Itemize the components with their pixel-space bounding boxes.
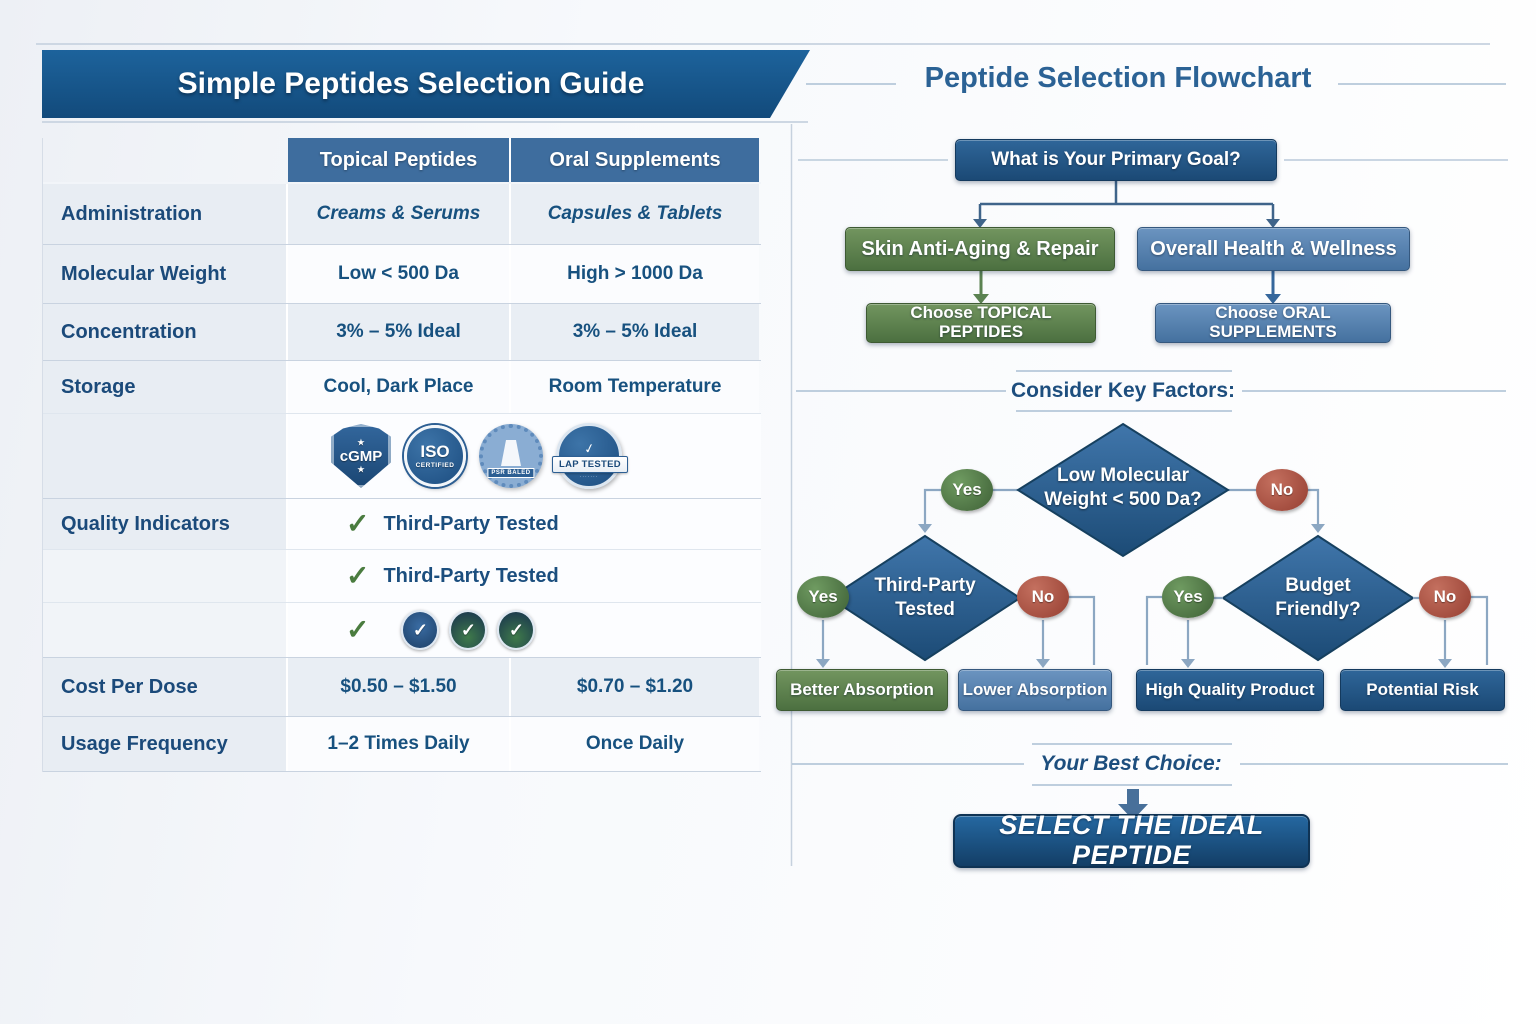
result-better-absorption-node: Better Absorption <box>776 669 948 711</box>
decision-1-line-1: Low Molecular <box>1057 465 1189 486</box>
goal-wellness-node: Overall Health & Wellness <box>1137 227 1410 271</box>
no-badge: No <box>1017 576 1069 618</box>
jar-icon <box>501 440 521 466</box>
root-question-node: What is Your Primary Goal? <box>955 139 1277 181</box>
final-select-peptide-node: SELECT THE IDEAL PEPTIDE <box>953 810 1310 870</box>
goal-skin-node: Skin Anti-Aging & Repair <box>845 227 1115 271</box>
quality-seals: ✓ ✓ ✓ <box>401 610 536 650</box>
decision-3-line-1: Budget <box>1285 575 1351 596</box>
row-label-cost: Cost Per Dose <box>43 658 288 716</box>
page-title-banner: Simple Peptides Selection Guide <box>42 50 810 118</box>
table-row: Usage Frequency 1–2 Times Daily Once Dai… <box>43 717 761 772</box>
decision-third-party-diamond <box>828 534 1022 662</box>
seal-check-icon: ✓ <box>401 610 440 650</box>
quality-item-2-label: Third-Party Tested <box>383 564 559 587</box>
lab-tested-badge-icon: ✓ LAP TESTED ······· <box>552 423 628 489</box>
decision-budget-label: Budget Friendly? <box>1248 574 1388 622</box>
cgmp-badge-label: cGMP <box>339 447 383 465</box>
row-label-storage: Storage <box>43 361 288 413</box>
decision-1-line-2: Weight < 500 Da? <box>1044 488 1202 510</box>
no-badge: No <box>1256 469 1308 511</box>
banner-bottom-rule <box>42 121 808 123</box>
yes-badge: Yes <box>941 469 993 511</box>
quality-label-spacer <box>43 603 288 657</box>
cell-usage-topical: 1–2 Times Daily <box>288 717 511 771</box>
iso-certified-badge-icon: ISO CERTIFIED <box>404 425 466 487</box>
cell-usage-oral: Once Daily <box>511 717 759 771</box>
section-consider-key-factors: Consider Key Factors: <box>1010 379 1236 402</box>
quality-item-3-seals: ✓ ✓ ✓ ✓ <box>288 603 761 657</box>
cell-administration-oral: Capsules & Tablets <box>511 184 759 244</box>
quality-label-spacer <box>43 550 288 602</box>
table-header-row: Topical Peptides Oral Supplements <box>43 138 761 184</box>
decision-low-molecular-weight-label: Low Molecular Weight < 500 Da? <box>1033 464 1213 512</box>
badges-row: ★ cGMP ★ ISO CERTIFIED PSR BALED ✓ LAP T… <box>43 414 761 499</box>
check-icon: ✓ <box>346 560 370 591</box>
cell-concentration-oral: 3% – 5% Ideal <box>511 304 759 360</box>
check-icon: ✓ <box>346 614 370 645</box>
comparison-table: Topical Peptides Oral Supplements Admini… <box>42 138 761 772</box>
iso-badge-sublabel: CERTIFIED <box>415 462 455 469</box>
result-lower-absorption-node: Lower Absorption <box>958 669 1112 711</box>
certification-badges: ★ cGMP ★ ISO CERTIFIED PSR BALED ✓ LAP T… <box>288 414 761 498</box>
column-header-oral: Oral Supplements <box>511 138 759 182</box>
check-icon: ✓ <box>346 508 370 539</box>
column-header-topical: Topical Peptides <box>288 138 511 182</box>
seal-check-icon: ✓ <box>449 610 488 650</box>
lab-ribbon-label: LAP TESTED <box>552 456 628 473</box>
flowchart-title: Peptide Selection Flowchart <box>924 62 1312 94</box>
result-high-quality-node: High Quality Product <box>1136 669 1324 711</box>
cell-administration-topical: Creams & Serums <box>288 184 511 244</box>
row-label-concentration: Concentration <box>43 304 288 360</box>
final-arrow-icon <box>1118 789 1148 820</box>
decision-2-line-1: Third-Party <box>874 575 976 596</box>
table-row: ✓ Third-Party Tested <box>43 550 761 603</box>
row-label-administration: Administration <box>43 184 288 244</box>
cgmp-badge-icon: ★ cGMP ★ <box>331 424 391 488</box>
table-row: Concentration 3% – 5% Ideal 3% – 5% Idea… <box>43 304 761 361</box>
table-row: Cost Per Dose $0.50 – $1.50 $0.70 – $1.2… <box>43 658 761 717</box>
yes-badge: Yes <box>797 576 849 618</box>
choose-oral-node: Choose ORAL SUPPLEMENTS <box>1155 303 1391 343</box>
quality-item-2: ✓ Third-Party Tested <box>288 550 761 602</box>
cell-cost-oral: $0.70 – $1.20 <box>511 658 759 716</box>
badges-row-label-spacer <box>43 414 288 498</box>
table-row: Quality Indicators ✓ Third-Party Tested <box>43 499 761 550</box>
yes-badge: Yes <box>1162 576 1214 618</box>
cell-molecular-topical: Low < 500 Da <box>288 245 511 303</box>
table-row: Storage Cool, Dark Place Room Temperatur… <box>43 361 761 414</box>
table-row: Molecular Weight Low < 500 Da High > 100… <box>43 245 761 304</box>
table-row: ✓ ✓ ✓ ✓ <box>43 603 761 658</box>
cell-concentration-topical: 3% – 5% Ideal <box>288 304 511 360</box>
decision-third-party-label: Third-Party Tested <box>855 574 995 622</box>
result-potential-risk-node: Potential Risk <box>1340 669 1505 711</box>
cell-molecular-oral: High > 1000 Da <box>511 245 759 303</box>
choose-topical-node: Choose TOPICAL PEPTIDES <box>866 303 1096 343</box>
row-label-molecular-weight: Molecular Weight <box>43 245 288 303</box>
cell-storage-topical: Cool, Dark Place <box>288 361 511 413</box>
decision-3-line-2: Friendly? <box>1275 598 1361 620</box>
cell-storage-oral: Room Temperature <box>511 361 759 413</box>
verified-seal-badge-icon: PSR BALED <box>479 424 543 488</box>
decision-budget-diamond <box>1221 534 1415 662</box>
decision-2-line-2: Tested <box>895 598 955 620</box>
page-title: Simple Peptides Selection Guide <box>177 67 645 100</box>
row-label-usage: Usage Frequency <box>43 717 288 771</box>
quality-item-1-label: Third-Party Tested <box>383 512 559 535</box>
seal-check-icon: ✓ <box>497 610 536 650</box>
cell-cost-topical: $0.50 – $1.50 <box>288 658 511 716</box>
top-rule <box>36 43 1490 45</box>
star-icon: ★ <box>357 464 365 474</box>
no-badge: No <box>1419 576 1471 618</box>
lab-badge-subtext: ······· <box>579 474 599 480</box>
row-label-quality-indicators: Quality Indicators <box>43 499 288 549</box>
table-corner-cell <box>43 138 288 182</box>
star-icon: ★ <box>357 437 365 447</box>
seal-banner-label: PSR BALED <box>487 468 535 478</box>
quality-item-1: ✓ Third-Party Tested <box>288 499 761 549</box>
table-row: Administration Creams & Serums Capsules … <box>43 184 761 245</box>
iso-badge-label: ISO <box>420 442 450 461</box>
section-your-best-choice: Your Best Choice: <box>1040 752 1222 775</box>
decision-low-molecular-weight-diamond <box>1016 422 1230 558</box>
